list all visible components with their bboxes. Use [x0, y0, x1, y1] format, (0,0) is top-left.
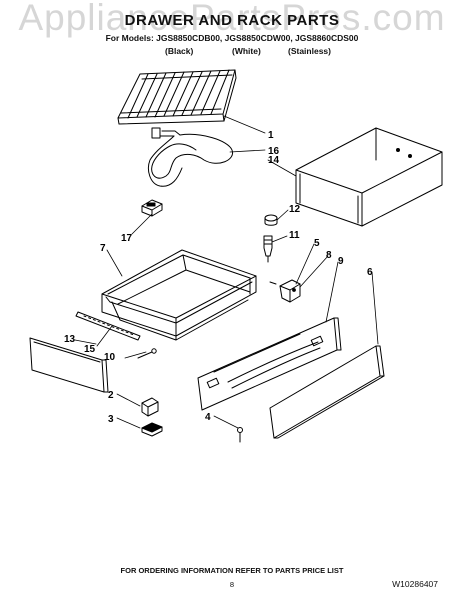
switch — [263, 235, 273, 263]
drawer-front-panel — [197, 317, 342, 411]
variant-white: (White) — [232, 46, 261, 56]
callout-8: 8 — [326, 250, 332, 261]
leader-16 — [229, 149, 266, 153]
callout-9: 9 — [338, 256, 344, 267]
leader-11 — [271, 235, 288, 243]
callout-5: 5 — [314, 238, 320, 249]
callout-11: 11 — [289, 230, 300, 241]
watermark: AppliancePartsPros.com — [18, 0, 446, 38]
callout-12: 12 — [289, 204, 301, 215]
clip — [141, 199, 163, 217]
variant-black: (Black) — [165, 46, 194, 56]
variant-stainless: (Stainless) — [288, 46, 331, 56]
leader-5 — [295, 243, 315, 285]
document-code: W10286407 — [392, 579, 438, 589]
oven-rack — [117, 69, 237, 125]
bracket — [269, 279, 301, 303]
callout-13: 13 — [64, 334, 76, 345]
callout-1: 1 — [268, 130, 274, 141]
leader-6 — [371, 271, 379, 345]
leader-13 — [74, 339, 97, 345]
bushing — [264, 214, 278, 226]
leader-15 — [96, 325, 113, 347]
drawer-slide-rail — [75, 311, 141, 341]
callout-14: 14 — [268, 155, 280, 166]
callout-3: 3 — [108, 414, 114, 425]
leader-3 — [116, 417, 141, 429]
leader-9 — [325, 261, 339, 323]
callout-17: 17 — [121, 233, 133, 244]
callout-4: 4 — [205, 412, 211, 423]
drawer-bottom-panel — [295, 127, 443, 227]
leader-7 — [106, 249, 123, 277]
leader-12 — [276, 209, 289, 221]
drawer-tub — [101, 249, 257, 341]
callout-2: 2 — [108, 390, 114, 401]
leader-1 — [223, 115, 266, 134]
heating-element — [147, 127, 234, 187]
callout-15: 15 — [84, 344, 96, 355]
callout-7: 7 — [100, 243, 106, 254]
side-panel — [29, 337, 109, 393]
spacer — [141, 397, 159, 417]
leader-4 — [213, 415, 239, 429]
leader-14 — [267, 159, 297, 177]
page-title: DRAWER AND RACK PARTS — [124, 12, 340, 29]
page-number: 8 — [229, 580, 235, 589]
callout-16: 16 — [268, 146, 280, 157]
leader-2 — [116, 393, 141, 407]
trim-panel — [269, 345, 385, 439]
leader-17 — [131, 213, 153, 235]
callout-10: 10 — [104, 352, 116, 363]
screw-4 — [237, 427, 243, 443]
leader-8 — [299, 255, 329, 288]
foot-pad — [141, 422, 163, 437]
leader-10 — [124, 351, 147, 359]
ordering-note: FOR ORDERING INFORMATION REFER TO PARTS … — [120, 566, 344, 575]
callout-6: 6 — [367, 267, 373, 278]
models-line: For Models: JGS8850CDB00, JGS8850CDW00, … — [105, 33, 359, 43]
screw-10 — [137, 348, 157, 359]
